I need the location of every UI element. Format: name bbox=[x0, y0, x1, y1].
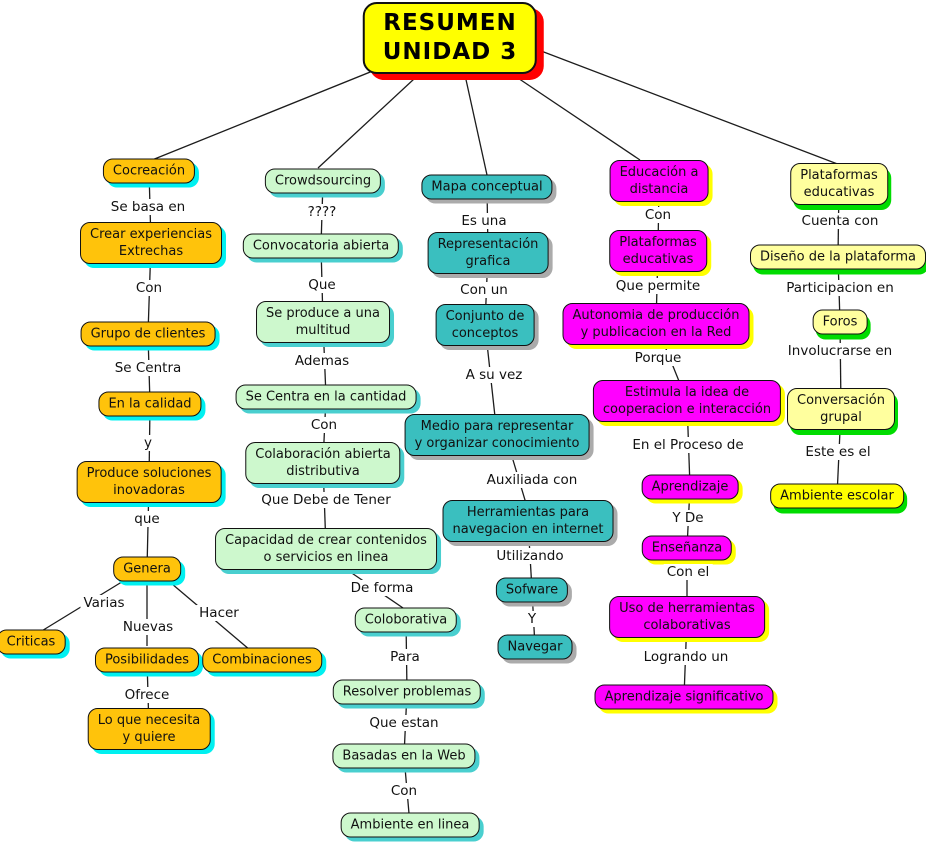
phrase-question-marks[interactable]: ???? bbox=[304, 204, 340, 220]
node-colaboracion-abierta-distributiva[interactable]: Colaboración abierta distributiva bbox=[245, 442, 401, 484]
node-autonomia-de-produccion[interactable]: Autonomia de producción y publicacion en… bbox=[562, 303, 750, 345]
node-crowdsourcing[interactable]: Crowdsourcing bbox=[264, 168, 382, 194]
phrase-varias[interactable]: Varias bbox=[80, 595, 128, 611]
phrase-que-crowdsourcing[interactable]: Que bbox=[305, 277, 339, 293]
node-crear-experiencias-extrechas[interactable]: Crear experiencias Extrechas bbox=[80, 222, 222, 264]
node-posibilidades[interactable]: Posibilidades bbox=[94, 647, 200, 673]
node-combinaciones[interactable]: Combinaciones bbox=[202, 647, 322, 673]
node-aprendizaje[interactable]: Aprendizaje bbox=[641, 474, 739, 500]
phrase-participacion-en[interactable]: Participacion en bbox=[783, 280, 897, 296]
node-lo-que-necesita-y-quiere[interactable]: Lo que necesita y quiere bbox=[87, 708, 211, 750]
node-estimula-la-idea[interactable]: Estimula la idea de cooperacion e intera… bbox=[592, 380, 782, 422]
phrase-a-su-vez[interactable]: A su vez bbox=[462, 367, 526, 383]
phrase-ademas[interactable]: Ademas bbox=[291, 353, 353, 369]
node-uso-de-herramientas-colaborativas[interactable]: Uso de herramientas colaborativas bbox=[609, 596, 765, 638]
phrase-cuenta-con[interactable]: Cuenta con bbox=[798, 213, 882, 229]
node-convocatoria-abierta[interactable]: Convocatoria abierta bbox=[242, 233, 400, 259]
phrase-en-el-proceso-de[interactable]: En el Proceso de bbox=[629, 437, 747, 453]
node-plataformas-educativas-magenta[interactable]: Plataformas educativas bbox=[609, 230, 707, 272]
node-en-la-calidad[interactable]: En la calidad bbox=[98, 391, 202, 417]
node-educacion-a-distancia[interactable]: Educación a distancia bbox=[609, 160, 709, 202]
phrase-utilizando[interactable]: Utilizando bbox=[493, 548, 567, 564]
phrase-con-educacion[interactable]: Con bbox=[641, 207, 675, 223]
node-sofware[interactable]: Sofware bbox=[495, 577, 569, 603]
phrase-y-mapa[interactable]: Y bbox=[524, 611, 540, 627]
phrase-con-un[interactable]: Con un bbox=[457, 282, 511, 298]
node-coloborativa[interactable]: Coloborativa bbox=[354, 607, 458, 633]
phrase-involucrarse-en[interactable]: Involucrarse en bbox=[784, 343, 896, 359]
node-genera[interactable]: Genera bbox=[113, 556, 181, 582]
phrase-nuevas[interactable]: Nuevas bbox=[119, 619, 177, 635]
phrase-hacer[interactable]: Hacer bbox=[196, 605, 242, 621]
phrase-se-centra[interactable]: Se Centra bbox=[111, 360, 185, 376]
phrase-que-permite[interactable]: Que permite bbox=[612, 278, 704, 294]
phrase-y[interactable]: y bbox=[141, 435, 155, 451]
node-basadas-en-la-web[interactable]: Basadas en la Web bbox=[332, 743, 476, 769]
node-conversacion-grupal[interactable]: Conversación grupal bbox=[787, 388, 895, 430]
node-resolver-problemas[interactable]: Resolver problemas bbox=[332, 679, 482, 705]
node-diseno-de-la-plataforma[interactable]: Diseño de la plataforma bbox=[750, 244, 926, 270]
node-herramientas-para-navegacion[interactable]: Herramientas para navegacion en internet bbox=[442, 500, 614, 542]
phrase-este-es-el[interactable]: Este es el bbox=[802, 444, 874, 460]
phrase-con-el[interactable]: Con el bbox=[663, 564, 713, 580]
phrase-con-crowdsourcing[interactable]: Con bbox=[307, 417, 341, 433]
node-se-centra-en-la-cantidad[interactable]: Se Centra en la cantidad bbox=[235, 384, 417, 410]
node-navegar[interactable]: Navegar bbox=[497, 634, 573, 660]
node-produce-soluciones-inovadoras[interactable]: Produce soluciones inovadoras bbox=[76, 461, 222, 503]
phrase-que-estan[interactable]: Que estan bbox=[366, 715, 442, 731]
node-cocreacion[interactable]: Cocreación bbox=[102, 158, 196, 184]
node-conjunto-de-conceptos[interactable]: Conjunto de conceptos bbox=[435, 304, 535, 346]
phrase-ofrece[interactable]: Ofrece bbox=[121, 687, 173, 703]
node-foros[interactable]: Foros bbox=[812, 309, 868, 335]
phrase-con-cocreacion[interactable]: Con bbox=[132, 280, 166, 296]
phrase-que-debe-de-tener[interactable]: Que Debe de Tener bbox=[258, 492, 394, 508]
node-representacion-grafica[interactable]: Representación grafica bbox=[427, 232, 549, 274]
phrase-auxiliada-con[interactable]: Auxiliada con bbox=[483, 472, 581, 488]
phrase-porque[interactable]: Porque bbox=[631, 350, 685, 366]
node-se-produce-a-una-multitud[interactable]: Se produce a una multitud bbox=[256, 301, 390, 343]
node-resumen-unidad-3[interactable]: RESUMEN UNIDAD 3 bbox=[362, 2, 538, 74]
phrase-para[interactable]: Para bbox=[387, 649, 423, 665]
node-aprendizaje-significativo[interactable]: Aprendizaje significativo bbox=[594, 684, 774, 710]
phrase-y-de[interactable]: Y De bbox=[669, 510, 707, 526]
node-ambiente-escolar[interactable]: Ambiente escolar bbox=[770, 483, 904, 509]
phrase-logrando-un[interactable]: Logrando un bbox=[640, 649, 732, 665]
phrase-se-basa-en[interactable]: Se basa en bbox=[107, 199, 189, 215]
node-criticas[interactable]: Criticas bbox=[0, 629, 66, 655]
phrase-es-una[interactable]: Es una bbox=[458, 213, 510, 229]
node-mapa-conceptual[interactable]: Mapa conceptual bbox=[421, 174, 553, 200]
phrase-con-web[interactable]: Con bbox=[387, 783, 421, 799]
node-capacidad-de-crear-contenidos[interactable]: Capacidad de crear contenidos o servicio… bbox=[215, 528, 437, 570]
phrase-de-forma[interactable]: De forma bbox=[347, 580, 417, 596]
node-grupo-de-clientes[interactable]: Grupo de clientes bbox=[80, 321, 216, 347]
node-medio-para-representar[interactable]: Medio para representar y organizar conoc… bbox=[404, 414, 590, 456]
node-ambiente-en-linea[interactable]: Ambiente en linea bbox=[340, 812, 480, 838]
node-plataformas-educativas[interactable]: Plataformas educativas bbox=[790, 163, 888, 205]
phrase-que[interactable]: que bbox=[131, 511, 163, 527]
node-ensenanza[interactable]: Enseñanza bbox=[641, 535, 733, 561]
